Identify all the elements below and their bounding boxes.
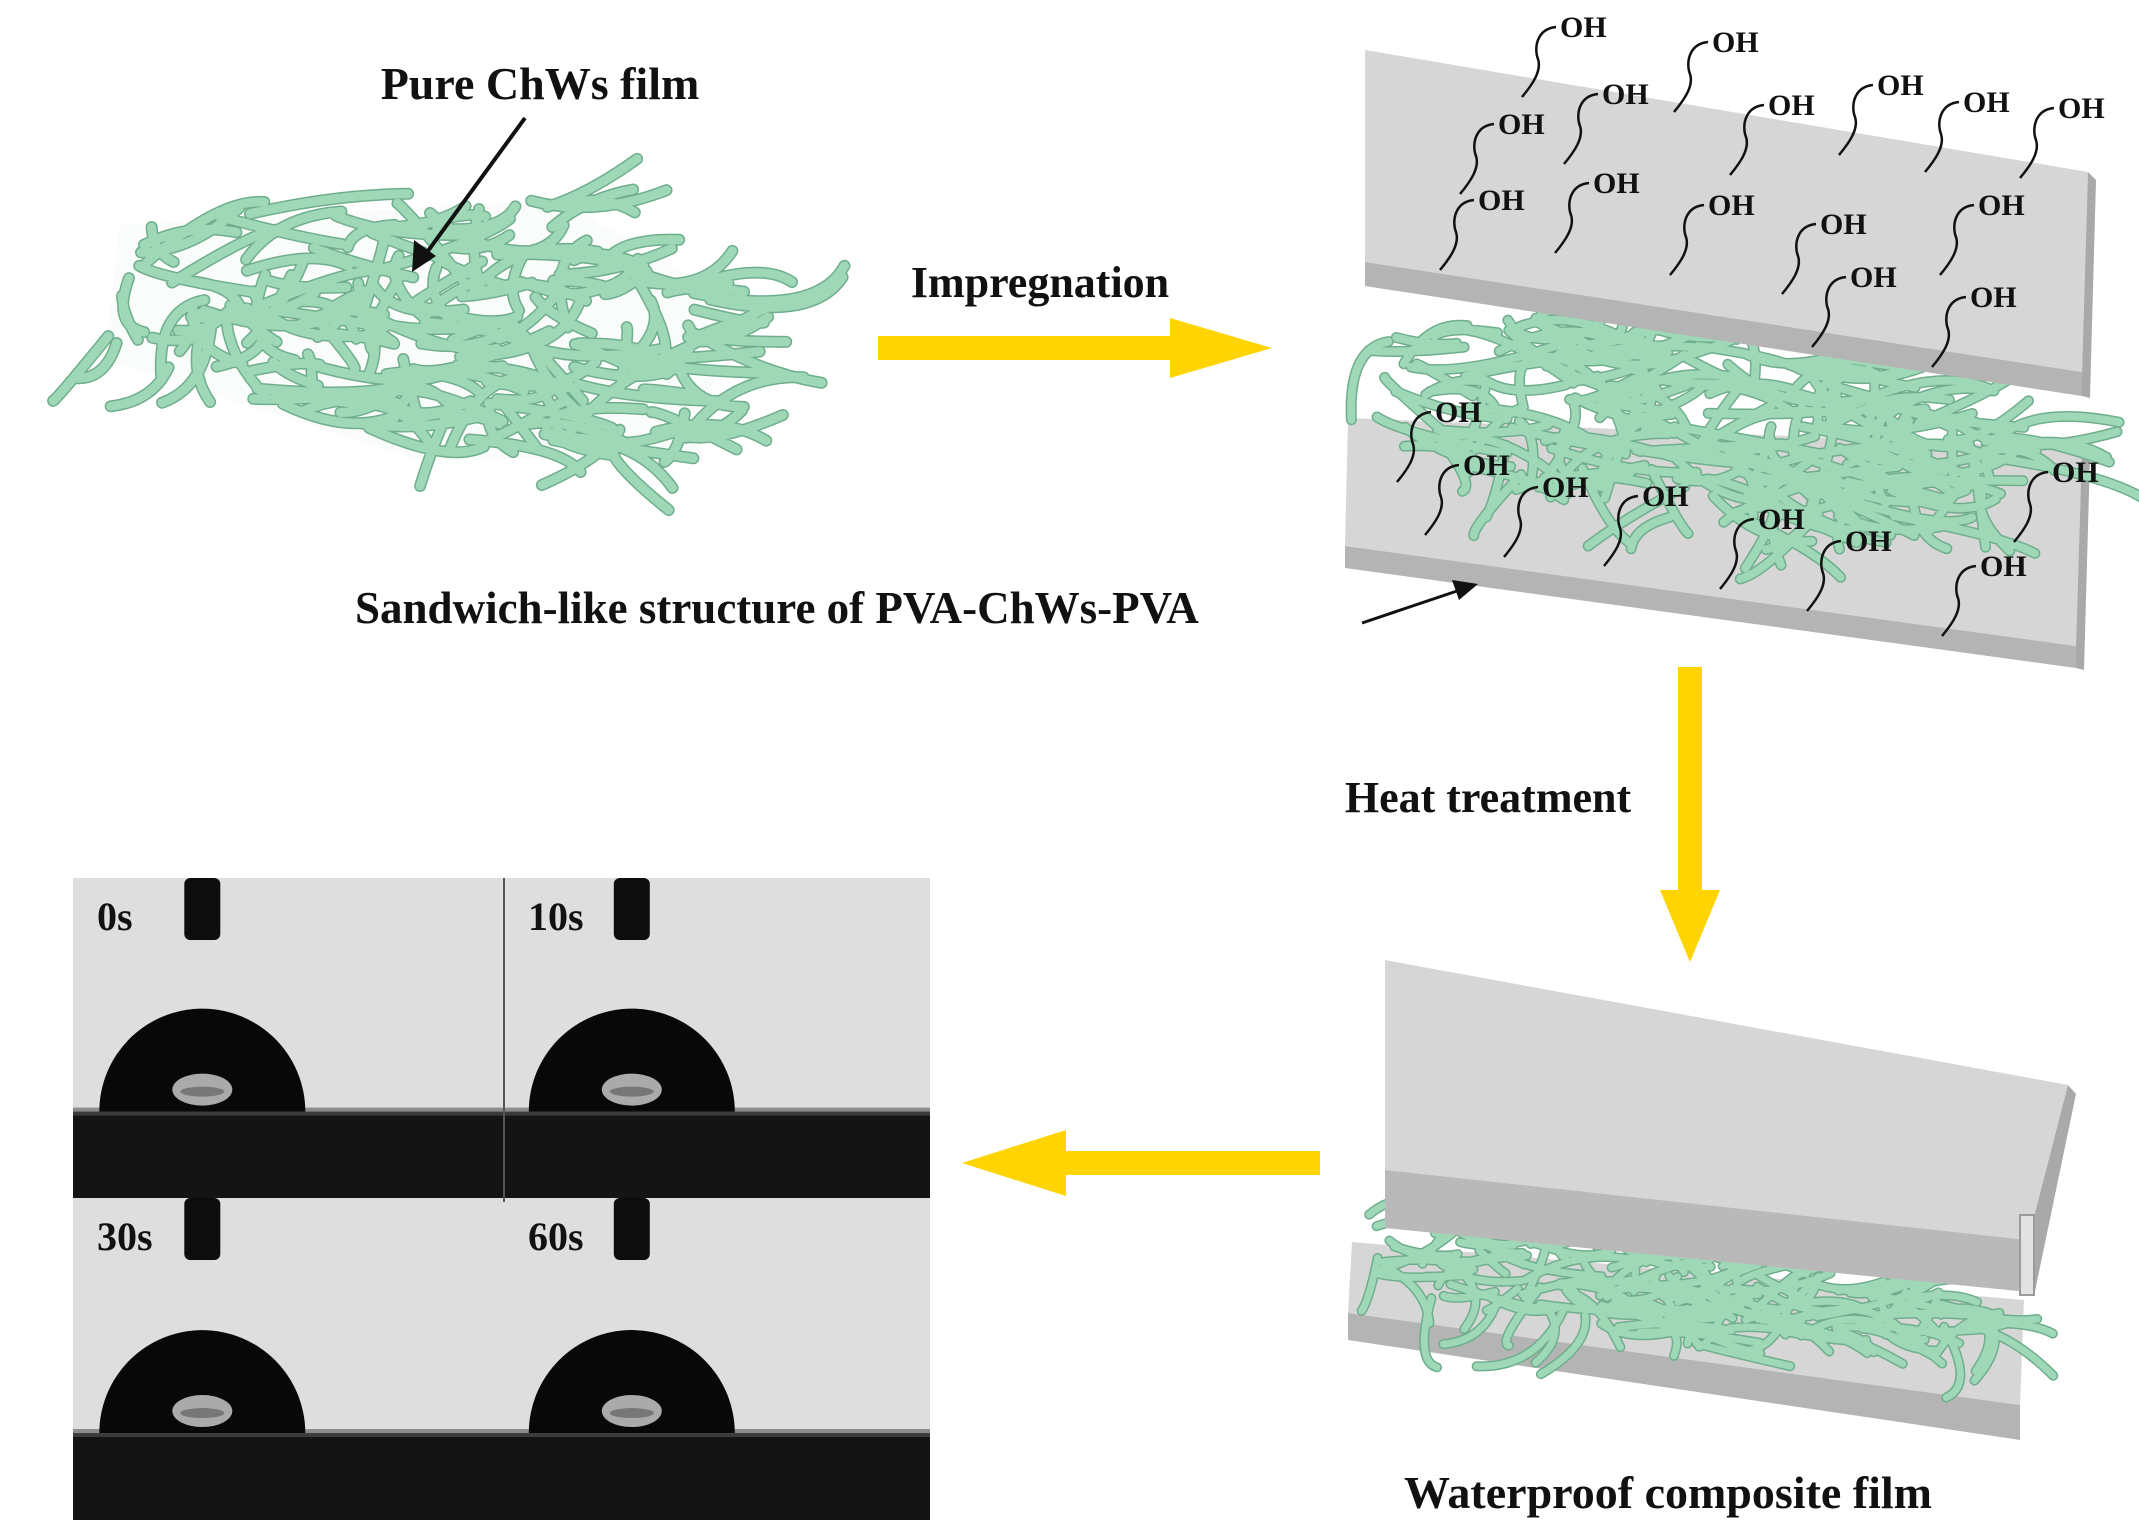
hydroxyl-label: OH [1978,189,2025,222]
hydroxyl-tail [1939,203,1975,276]
water-droplet [99,1008,306,1112]
impregnation-label: Impregnation [911,258,1169,307]
hydroxyl-label: OH [1602,78,1649,111]
time-label: 10s [528,894,584,939]
hydroxyl-label: OH [1478,184,1525,217]
hydroxyl-tail [1669,203,1705,276]
syringe-needle [184,878,221,940]
sandwich-structure: OH OH OH OH OH OH OH OH OH OH OH OH OH OH OH OH OH OH OH OH… [1345,11,2139,670]
hydroxyl-tail [1806,539,1842,612]
hydroxyl-tail [1563,92,1599,165]
hydroxyl-label: OH [1980,550,2027,583]
pure-film-pointer-arrow [412,116,527,272]
hydroxyl-tail [1719,517,1755,590]
hydroxyl-label: OH [1498,108,1545,141]
top-pva-layer [1385,960,2076,1296]
hydroxyl-label: OH [1845,525,1892,558]
heat-treatment-arrow [1660,667,1720,962]
hydroxyl-tail [1941,564,1977,637]
hydroxyl-tail [2019,106,2055,179]
hydroxyl-tail [1781,222,1817,295]
hydroxyl-label: OH [1768,89,1815,122]
hydroxyl-tail [1924,100,1960,173]
hydroxyl-tail [2013,470,2049,543]
hydroxyl-tail [1424,463,1460,536]
syringe-needle [613,878,650,940]
time-label: 60s [528,1214,584,1259]
hydroxyl-label: OH [1963,86,2010,119]
syringe-needle [184,1198,221,1260]
hydroxyl-groups: OH OH OH OH OH OH OH OH OH OH OH OH OH OH OH OH OH OH OH OH… [1396,11,2105,637]
contact-angle-photo-0s: 0s [73,878,504,1198]
water-droplet [528,1008,735,1112]
hydroxyl-tail [1729,103,1765,176]
hydroxyl-label: OH [1712,26,1759,59]
sandwich-label: Sandwich-like structure of PVA-ChWs-PVA [355,583,1199,633]
time-label: 30s [97,1214,153,1259]
water-droplet [528,1330,735,1434]
hydroxyl-tail [1439,198,1475,271]
hydroxyl-label: OH [1435,396,1482,429]
syringe-needle [613,1198,650,1260]
hydroxyl-tail [1673,40,1709,113]
hydroxyl-label: OH [1877,69,1924,102]
sandwich-pointer-arrow [1361,580,1478,625]
hydroxyl-label: OH [1850,261,1897,294]
hydroxyl-label: OH [1758,503,1805,536]
hydroxyl-tail [1603,494,1639,567]
hydroxyl-tail [1503,485,1539,558]
time-label: 0s [97,894,133,939]
top-pva-film [1365,50,2096,398]
hydroxyl-label: OH [1560,11,1607,44]
hydroxyl-tail [1554,181,1590,254]
heat-treatment-label: Heat treatment [1345,773,1632,822]
result-arrow [962,1130,1320,1196]
hydroxyl-label: OH [2052,456,2099,489]
waterproof-label: Waterproof composite film [1404,1467,1932,1518]
hydroxyl-label: OH [1970,281,2017,314]
contact-angle-photo-60s: 60s [504,1198,930,1520]
hydroxyl-tail [1931,295,1967,368]
water-droplet [99,1330,306,1434]
hydroxyl-label: OH [2058,92,2105,125]
hydroxyl-tail [1838,83,1874,156]
hydroxyl-label: OH [1593,167,1640,200]
contact-angle-photo-10s: 10s [504,878,930,1198]
hydroxyl-tail [1811,275,1847,348]
hydroxyl-label: OH [1542,471,1589,504]
contact-angle-photo-30s: 30s [73,1198,504,1520]
hydroxyl-label: OH [1642,480,1689,513]
chitin-whisker-fibers [1345,256,2139,585]
waterproof-composite-film [1348,960,2076,1440]
chitin-whisker-fibers [47,152,851,516]
hydroxyl-label: OH [1708,189,1755,222]
hydroxyl-tail [1521,25,1557,98]
impregnation-arrow [878,318,1272,378]
hydroxyl-label: OH [1820,208,1867,241]
hydroxyl-tail [1396,410,1432,483]
hydroxyl-tail [1459,122,1495,195]
hydroxyl-label: OH [1463,449,1510,482]
pure-chws-film [47,152,851,516]
pure-film-label: Pure ChWs film [381,58,700,109]
contact-angle-photo-grid: 0s 10s 30s 60s [73,878,930,1520]
